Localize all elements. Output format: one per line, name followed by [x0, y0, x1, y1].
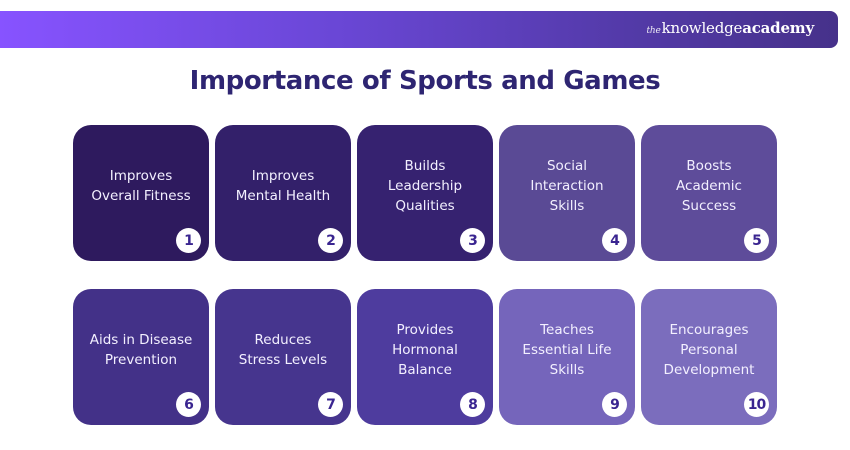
card-label: Social Interaction Skills	[530, 158, 604, 214]
card-label: Improves Overall Fitness	[91, 168, 191, 204]
number-badge: 8	[460, 392, 485, 417]
logo-word-academy: academy	[742, 19, 814, 37]
card-label: Boosts Academic Success	[676, 158, 742, 214]
logo-word-knowledge: knowledge	[661, 19, 743, 37]
card-9: Teaches Essential Life Skills 9	[499, 289, 635, 425]
card-label: Improves Mental Health	[235, 168, 331, 204]
card-10: Encourages Personal Development 10	[641, 289, 777, 425]
card-6: Aids in Disease Prevention 6	[73, 289, 209, 425]
card-label: Teaches Essential Life Skills	[522, 322, 612, 378]
card-5: Boosts Academic Success 5	[641, 125, 777, 261]
number-badge: 9	[602, 392, 627, 417]
card-label: Builds Leadership Qualities	[387, 158, 463, 214]
card-label: Encourages Personal Development	[663, 322, 755, 378]
page-title: Importance of Sports and Games	[189, 66, 661, 96]
number-badge: 2	[318, 228, 343, 253]
number-badge: 10	[744, 392, 769, 417]
card-label: Reduces Stress Levels	[238, 332, 328, 368]
number-badge: 1	[176, 228, 201, 253]
number-badge: 6	[176, 392, 201, 417]
header-banner: theknowledgeacademy	[0, 11, 838, 48]
card-3: Builds Leadership Qualities 3	[357, 125, 493, 261]
card-8: Provides Hormonal Balance 8	[357, 289, 493, 425]
logo-prefix: the	[646, 26, 661, 36]
card-4: Social Interaction Skills 4	[499, 125, 635, 261]
brand-logo: theknowledgeacademy	[646, 19, 814, 37]
number-badge: 4	[602, 228, 627, 253]
card-label: Provides Hormonal Balance	[392, 322, 458, 378]
number-badge: 7	[318, 392, 343, 417]
number-badge: 3	[460, 228, 485, 253]
card-1: Improves Overall Fitness 1	[73, 125, 209, 261]
number-badge: 5	[744, 228, 769, 253]
card-7: Reduces Stress Levels 7	[215, 289, 351, 425]
card-2: Improves Mental Health 2	[215, 125, 351, 261]
card-label: Aids in Disease Prevention	[89, 332, 193, 368]
